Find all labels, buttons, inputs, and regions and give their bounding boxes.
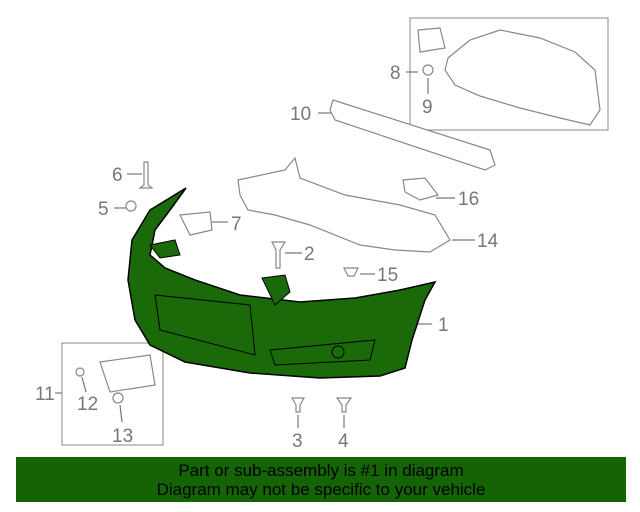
push-pin-9[interactable] bbox=[422, 64, 434, 76]
callout-5[interactable]: 5 bbox=[98, 199, 109, 220]
group-box-8-9 bbox=[409, 17, 609, 131]
screw-5[interactable] bbox=[125, 200, 137, 212]
callout-14[interactable]: 14 bbox=[477, 231, 499, 252]
callout-15[interactable]: 15 bbox=[377, 265, 398, 286]
nut-13[interactable] bbox=[112, 392, 124, 404]
bumper-grille-left bbox=[154, 294, 256, 356]
bumper-tab bbox=[149, 239, 181, 259]
callout-3[interactable]: 3 bbox=[292, 431, 303, 452]
fog-lamp-opening bbox=[331, 345, 345, 359]
callout-7[interactable]: 7 bbox=[231, 214, 242, 235]
callout-8[interactable]: 8 bbox=[390, 63, 401, 84]
push-pin-15[interactable] bbox=[343, 267, 359, 277]
callout-1[interactable]: 1 bbox=[438, 315, 449, 336]
callout-11[interactable]: 11 bbox=[35, 384, 55, 405]
license-bracket[interactable] bbox=[99, 354, 156, 393]
bracket-clip[interactable] bbox=[417, 27, 446, 53]
diagram-notice-banner: Part or sub-assembly is #1 in diagram Di… bbox=[16, 457, 626, 502]
push-pin-4[interactable] bbox=[335, 397, 353, 413]
notice-line-1: Part or sub-assembly is #1 in diagram bbox=[178, 461, 464, 480]
callout-12[interactable]: 12 bbox=[77, 394, 98, 415]
bumper-tab bbox=[261, 274, 291, 306]
callout-2[interactable]: 2 bbox=[304, 244, 315, 265]
energy-absorber[interactable] bbox=[444, 29, 601, 126]
bumper-grille-right bbox=[269, 339, 376, 366]
bolt-6[interactable] bbox=[138, 161, 154, 189]
leader-lines bbox=[55, 71, 475, 428]
impact-bar[interactable] bbox=[329, 99, 496, 171]
push-pin-2[interactable] bbox=[271, 241, 287, 269]
notice-line-2: Diagram may not be specific to your vehi… bbox=[156, 480, 486, 499]
callout-9[interactable]: 9 bbox=[422, 97, 433, 118]
group-box-11 bbox=[61, 342, 164, 446]
splash-shield[interactable] bbox=[237, 156, 451, 253]
callout-4[interactable]: 4 bbox=[338, 431, 349, 452]
callout-10[interactable]: 10 bbox=[290, 104, 311, 125]
bracket-7[interactable] bbox=[179, 211, 213, 236]
callout-13[interactable]: 13 bbox=[112, 426, 133, 447]
callout-16[interactable]: 16 bbox=[458, 189, 479, 210]
screw-12[interactable] bbox=[75, 367, 85, 377]
push-pin-3[interactable] bbox=[290, 397, 306, 413]
bracket-16[interactable] bbox=[402, 177, 440, 201]
callout-6[interactable]: 6 bbox=[112, 165, 123, 186]
bumper-cover[interactable] bbox=[127, 187, 437, 379]
